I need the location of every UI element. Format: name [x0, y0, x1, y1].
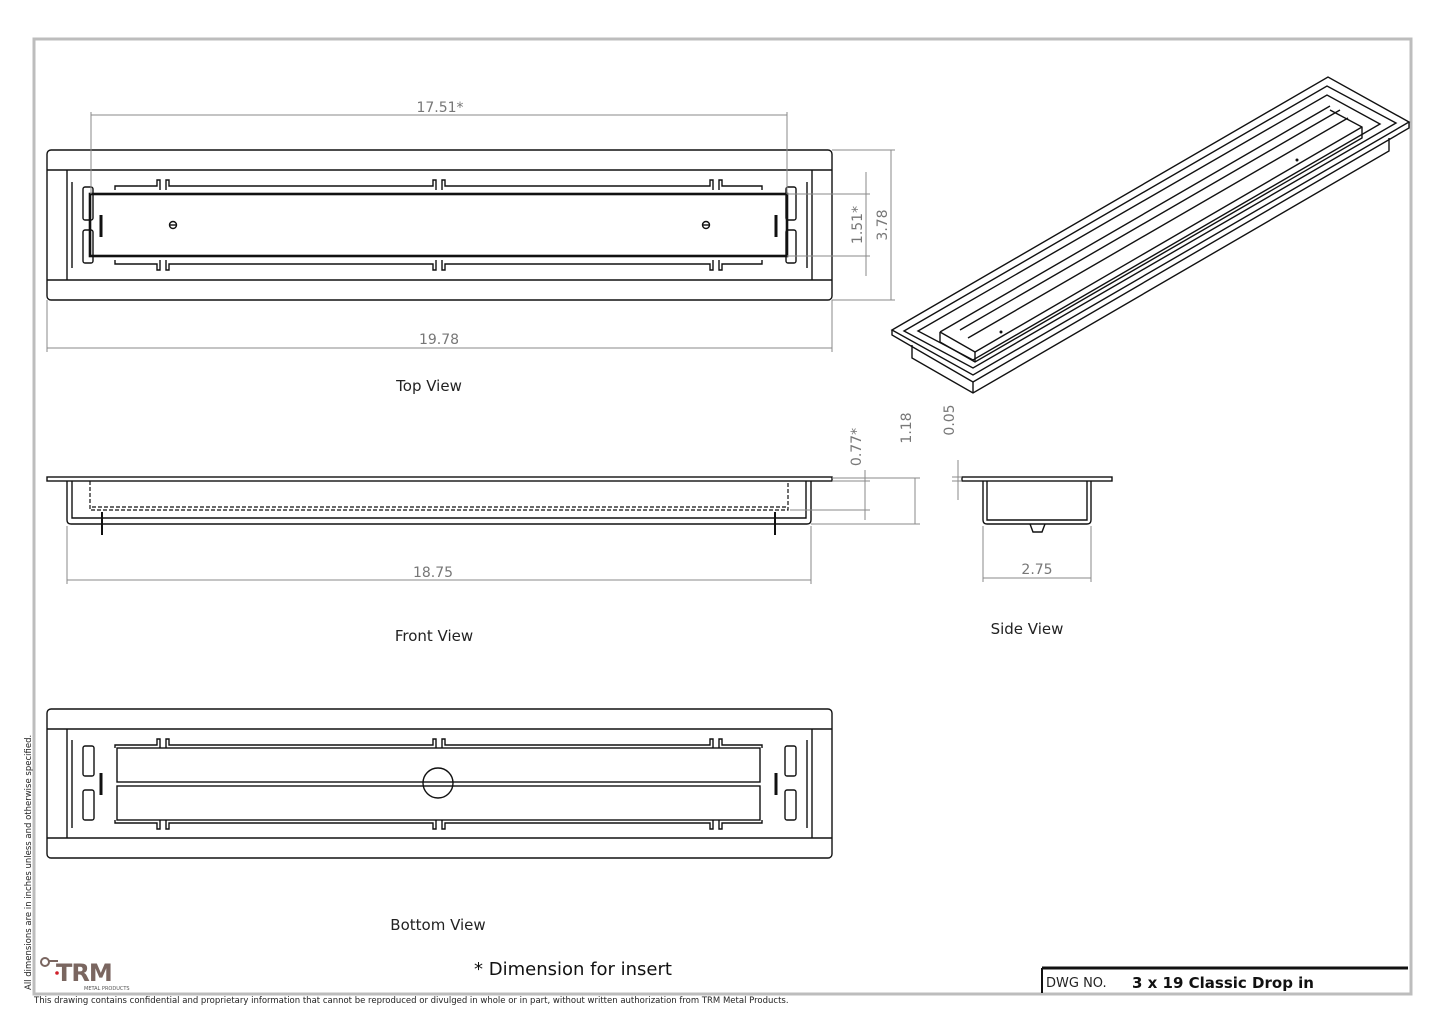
- dim-overall-depth: 1.18: [899, 412, 915, 443]
- label-bottom-view: Bottom View: [390, 916, 485, 934]
- top-view: [46, 149, 833, 301]
- dim-flange-thickness: 0.05: [942, 404, 958, 435]
- dim-body-width: 2.75: [1021, 562, 1052, 578]
- label-side-view: Side View: [991, 620, 1064, 638]
- label-top-view: Top View: [395, 377, 462, 395]
- dim-body-length: 18.75: [413, 565, 453, 581]
- dim-insert-depth: 0.77*: [849, 428, 865, 466]
- sheet-border: [32, 37, 1413, 996]
- top-view-dimensions: [46, 112, 895, 352]
- logo-ring-icon: [40, 957, 50, 967]
- isometric-view: [890, 76, 1411, 394]
- insert-note: * Dimension for insert: [474, 959, 672, 980]
- side-view: [961, 476, 1113, 533]
- logo-text: TRM: [56, 959, 112, 987]
- units-note: All dimensions are in inches unless and …: [24, 735, 34, 990]
- dwg-number-label: DWG NO.: [1046, 976, 1107, 991]
- dwg-title: 3 x 19 Classic Drop in: [1132, 974, 1314, 992]
- logo-subtext: METAL PRODUCTS: [84, 986, 130, 992]
- trm-logo: TRM METAL PRODUCTS: [40, 957, 130, 992]
- dim-overall-width: 3.78: [875, 209, 891, 240]
- title-block: [1041, 966, 1408, 993]
- dim-overall-length: 19.78: [419, 332, 459, 348]
- label-front-view: Front View: [395, 627, 473, 645]
- dim-insert-width: 1.51*: [850, 206, 866, 244]
- confidential-notice: This drawing contains confidential and p…: [33, 996, 789, 1006]
- bottom-view: [46, 708, 833, 859]
- front-view: [46, 476, 833, 535]
- front-view-dimensions: [66, 470, 920, 584]
- dim-insert-length: 17.51*: [416, 100, 463, 116]
- side-view-dimensions: [952, 460, 1092, 582]
